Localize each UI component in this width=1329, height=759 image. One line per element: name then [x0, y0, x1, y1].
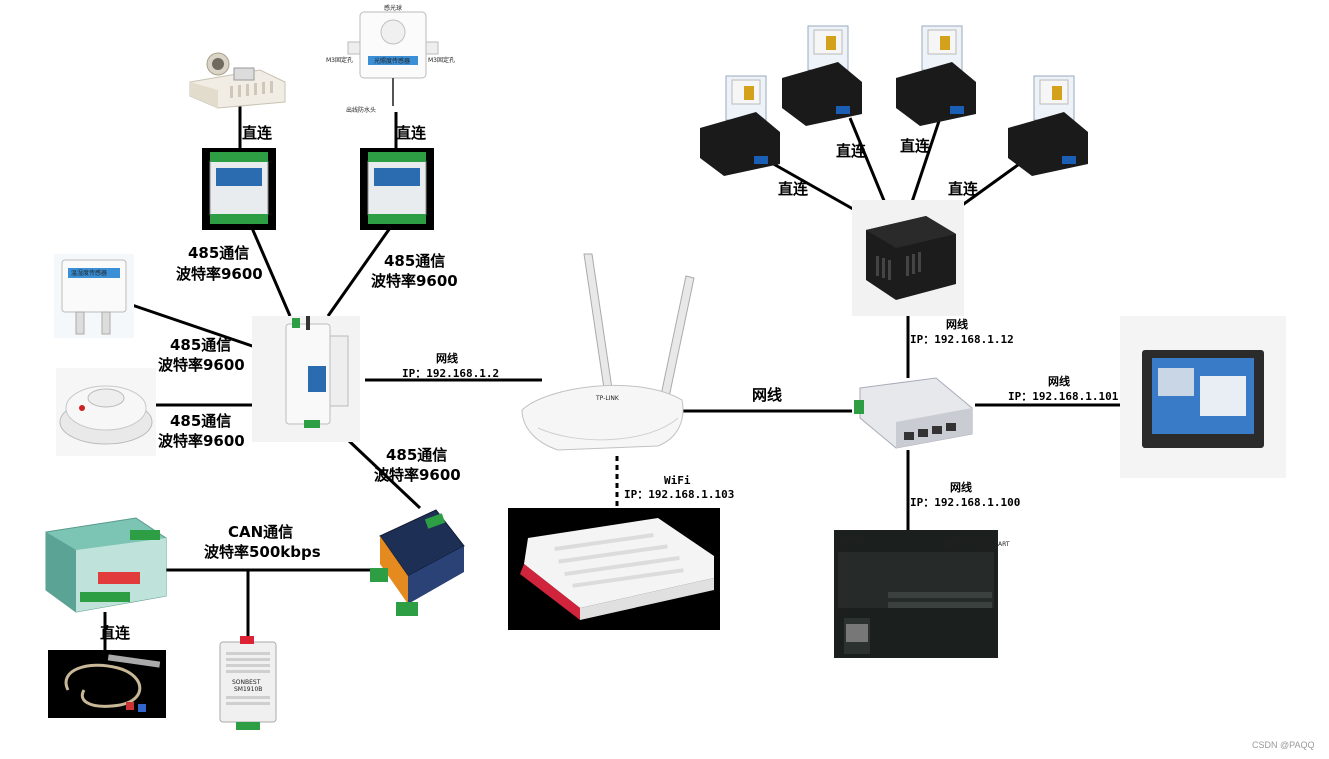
raspberry-pi-keyboard — [508, 508, 720, 630]
hmi-touch-panel — [1120, 316, 1286, 478]
label-rs485-4-baud: 波特率9600 — [158, 432, 245, 450]
label-net-hmi-title: 网线 — [1048, 374, 1070, 388]
label-rs485-1-baud: 波特率9600 — [176, 265, 263, 283]
digital-io-module: SONBEST SM1910B — [219, 636, 277, 730]
smoke-sensor — [56, 368, 156, 456]
label-rs485-5-title: 485通信 — [386, 446, 447, 464]
can-io-module — [45, 517, 167, 613]
label-net-big-plc-title: 网线 — [950, 480, 972, 494]
label-direct-thermocouple: 直连 — [100, 624, 131, 642]
plc-brand: SIEMENS — [838, 535, 865, 542]
rs485-io-module-1 — [202, 148, 276, 230]
label-net-small-plc-ip: IP：192.168.1.12 — [910, 333, 1014, 346]
plc-model: SIMATIC S7-200 SMART — [940, 541, 1010, 548]
temperature-humidity-sensor: 温湿度传感器 — [54, 254, 134, 338]
label-net-gateway-ip: IP：192.168.1.2 — [402, 367, 499, 380]
label-net-gateway-title: 网线 — [436, 351, 458, 365]
connection-lines — [103, 104, 1120, 650]
wire-temp-sensor-to-gateway — [131, 303, 259, 350]
label-rs485-4-title: 485通信 — [170, 412, 231, 430]
wire-gateway-to-can-converter — [346, 438, 422, 510]
label-net-big-plc-ip: IP：192.168.1.100 — [910, 496, 1020, 509]
light-sensor-bottom-label: 出线防水头 — [346, 106, 376, 114]
io-module-model: SM1910B — [234, 686, 262, 693]
label-direct-relay3: 直连 — [900, 137, 931, 155]
label-can-baud: 波特率500kbps — [204, 543, 321, 561]
label-direct-relay2: 直连 — [836, 142, 867, 160]
wire-module2-to-gateway — [326, 227, 392, 317]
label-can-title: CAN通信 — [228, 523, 293, 541]
label-rs485-3-title: 485通信 — [170, 336, 231, 354]
rs485-io-module-2 — [360, 148, 434, 230]
label-rs485-2-title: 485通信 — [384, 252, 445, 270]
light-sensor-name: 光照度传感器 — [374, 57, 410, 65]
label-rs485-1-title: 485通信 — [188, 244, 249, 262]
temp-sensor-name: 温湿度传感器 — [71, 269, 107, 277]
rs485-ethernet-gateway — [252, 316, 360, 442]
label-direct-relay1: 直连 — [778, 180, 809, 198]
watermark: CSDN @PAQQ — [1252, 740, 1314, 750]
wifi-router: TP-LINK — [521, 253, 695, 451]
label-wifi-title: WiFi — [664, 474, 691, 487]
label-net-small-plc-title: 网线 — [946, 317, 968, 331]
label-direct-light: 直连 — [396, 124, 427, 142]
label-net-hmi-ip: IP：192.168.1.101 — [1008, 390, 1119, 403]
relay-4 — [1008, 75, 1088, 176]
ethernet-switch — [854, 377, 973, 449]
label-direct-relay4: 直连 — [948, 180, 979, 198]
relay-3 — [896, 25, 976, 126]
label-rs485-2-baud: 波特率9600 — [371, 272, 458, 290]
label-net-router-switch: 网线 — [752, 386, 782, 404]
label-direct-gas: 直连 — [242, 124, 273, 142]
rs485-can-converter — [370, 509, 465, 616]
relay-1 — [700, 75, 780, 176]
light-sensor-top-label: 感光球 — [384, 4, 402, 12]
light-sensor-left-label: M3固定孔 — [326, 56, 353, 64]
relay-2 — [782, 25, 862, 126]
wire-module1-to-gateway — [250, 227, 292, 317]
gas-sensor — [189, 52, 286, 109]
light-sensor: 感光球 M3固定孔 M3固定孔 光照度传感器 出线防水头 — [326, 4, 455, 114]
siemens-s7-200-plc: SIEMENS SIMATIC S7-200 SMART — [834, 530, 1010, 658]
label-rs485-5-baud: 波特率9600 — [374, 466, 461, 484]
label-wifi-ip: IP：192.168.1.103 — [624, 488, 734, 501]
small-plc — [852, 200, 964, 316]
labels: 直连 直连 直连 直连 直连 直连 直连 485通信 波特率9600 485通信… — [100, 124, 1314, 750]
io-module-brand: SONBEST — [232, 679, 261, 686]
thermocouple-probe — [48, 650, 166, 718]
label-rs485-3-baud: 波特率9600 — [158, 356, 245, 374]
router-brand: TP-LINK — [595, 395, 620, 402]
light-sensor-right-label: M3固定孔 — [428, 56, 455, 64]
